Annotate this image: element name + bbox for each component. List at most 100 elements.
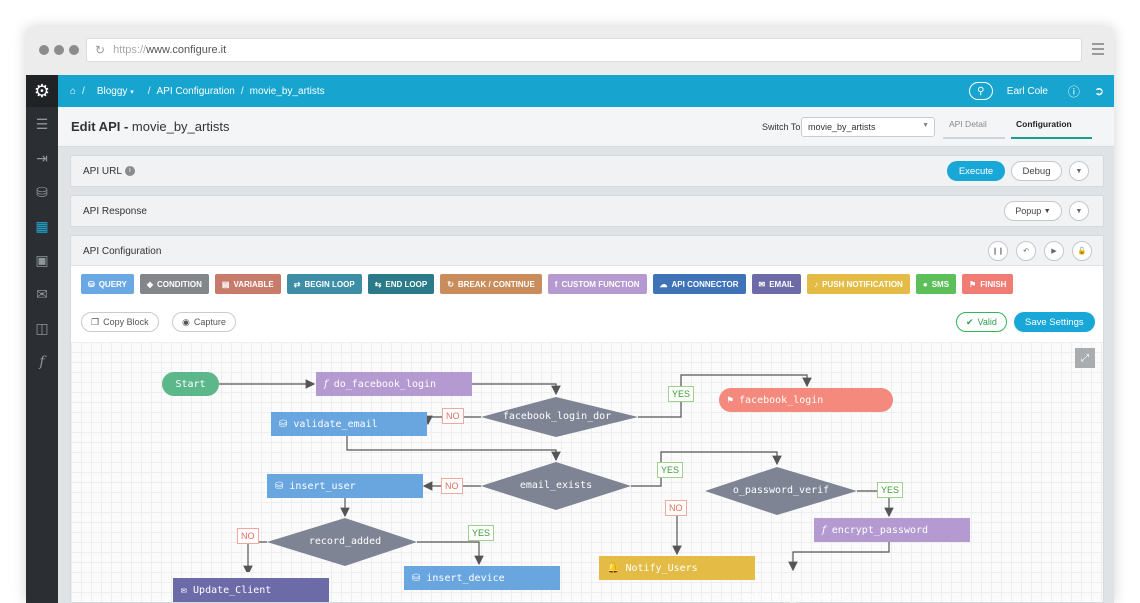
maximize-dot[interactable] bbox=[69, 45, 79, 55]
flow-node-notify-users[interactable]: 🔔Notify_Users bbox=[599, 556, 755, 580]
logout-icon[interactable]: ➲ bbox=[1093, 84, 1104, 98]
toolbar-button-api-connector[interactable]: ☁API CONNECTOR bbox=[652, 274, 746, 294]
settings-panel-icon: ▣ bbox=[35, 251, 49, 268]
sidebar-item-settings-panel[interactable]: ▣ bbox=[26, 243, 58, 277]
sidebar-item-php[interactable]: ◫ bbox=[26, 311, 58, 345]
search-icon[interactable]: ⚲ bbox=[968, 82, 993, 100]
toolbar-button-finish[interactable]: ⚑FINISH bbox=[962, 274, 1014, 294]
gear-logo-icon[interactable]: ⚙ bbox=[26, 75, 58, 107]
toolbar-button-begin-loop[interactable]: ⇄BEGIN LOOP bbox=[286, 274, 362, 294]
copy-block-label: Copy Block bbox=[103, 317, 149, 327]
execute-button[interactable]: Execute bbox=[947, 161, 1005, 181]
minimize-dot[interactable] bbox=[54, 45, 64, 55]
sidebar-item-email[interactable]: ✉ bbox=[26, 277, 58, 311]
toolbar-button-email[interactable]: ✉EMAIL bbox=[751, 274, 802, 294]
valid-button[interactable]: ✔Valid bbox=[956, 312, 1007, 332]
api-response-panel: API Response Popup ▼ ▼ bbox=[70, 195, 1104, 227]
toolbar-button-query[interactable]: ⛁QUERY bbox=[81, 274, 134, 294]
window-controls bbox=[39, 45, 79, 55]
database-icon: ⛁ bbox=[279, 418, 288, 430]
api-config-title: API Configuration bbox=[83, 246, 162, 257]
unlock-icon[interactable]: 🔓 bbox=[1072, 241, 1092, 261]
yes-tag: YES bbox=[657, 462, 684, 478]
toolbar-label: VARIABLE bbox=[233, 279, 274, 289]
sidebar-item-login[interactable]: ⇥ bbox=[26, 141, 58, 175]
flow-node-email-exists[interactable]: email_exists bbox=[519, 480, 593, 491]
flow-node-o-password-verif[interactable]: o_password_verif bbox=[732, 485, 830, 496]
copy-icon: ❐ bbox=[91, 316, 100, 327]
tab-configuration[interactable]: Configuration bbox=[1016, 119, 1072, 129]
node-label: Update_Client bbox=[193, 584, 272, 596]
breadcrumb-separator: / bbox=[147, 85, 151, 97]
toolbar-label: END LOOP bbox=[385, 279, 428, 289]
flow-node-record-added[interactable]: record_added bbox=[308, 536, 382, 547]
node-label: encrypt_password bbox=[831, 524, 929, 536]
debug-button[interactable]: Debug bbox=[1011, 161, 1062, 181]
database-icon: ⛁ bbox=[412, 572, 421, 584]
sidebar-item-database[interactable]: ⛁ bbox=[26, 175, 58, 209]
flow-canvas[interactable]: ⤢ bbox=[71, 342, 1103, 603]
check-circle-icon: ✔ bbox=[966, 316, 974, 327]
chevron-down-icon[interactable]: ▼ bbox=[1069, 201, 1089, 221]
expand-icon[interactable]: ⤢ bbox=[1075, 348, 1095, 368]
node-label: facebook_login bbox=[739, 394, 824, 406]
function-icon: f bbox=[554, 279, 558, 289]
api-url-label: API URL bbox=[83, 166, 122, 177]
sidebar-item-function[interactable]: f bbox=[26, 345, 58, 379]
break-icon: ↻ bbox=[447, 279, 454, 289]
camera-icon: ◉ bbox=[182, 316, 190, 327]
save-settings-button[interactable]: Save Settings bbox=[1014, 312, 1095, 332]
tab-underline-active bbox=[1011, 137, 1092, 139]
reload-icon[interactable]: ↻ bbox=[95, 43, 106, 57]
toolbar-button-end-loop[interactable]: ⇆END LOOP bbox=[367, 274, 435, 294]
breadcrumb-section[interactable]: API Configuration bbox=[156, 85, 235, 97]
node-label: Notify_Users bbox=[625, 562, 698, 574]
toolbar-button-sms[interactable]: ●SMS bbox=[915, 274, 957, 294]
login-icon: ⇥ bbox=[36, 149, 48, 166]
database-icon: ⛁ bbox=[275, 480, 284, 492]
capture-button[interactable]: ◉Capture bbox=[172, 312, 236, 332]
toolbar-button-condition[interactable]: ◆CONDITION bbox=[139, 274, 209, 294]
copy-block-button[interactable]: ❐Copy Block bbox=[81, 312, 159, 332]
toolbar-button-push-notification[interactable]: ♪PUSH NOTIFICATION bbox=[807, 274, 910, 294]
hamburger-icon[interactable]: ☰ bbox=[35, 115, 49, 132]
flow-node-validate-password[interactable]: validate_password bbox=[741, 592, 845, 603]
tag-icon[interactable]: ▶ bbox=[1044, 241, 1064, 261]
envelope-icon: ✉ bbox=[181, 584, 188, 596]
help-icon[interactable]: ⓘ bbox=[1067, 84, 1080, 99]
tab-api-detail[interactable]: API Detail bbox=[949, 119, 987, 129]
chevron-down-icon[interactable]: ▼ bbox=[1069, 161, 1089, 181]
flow-node-insert-user[interactable]: ⛁insert_user bbox=[267, 474, 423, 498]
toolbar-button-break-continue[interactable]: ↻BREAK / CONTINUE bbox=[440, 274, 542, 294]
breadcrumb-separator: / bbox=[82, 85, 85, 97]
toolbar-label: CUSTOM FUNCTION bbox=[561, 279, 640, 289]
info-icon[interactable]: i bbox=[124, 166, 135, 177]
flow-node-validate-email[interactable]: ⛁validate_email bbox=[271, 412, 427, 436]
toolbar-button-variable[interactable]: ▤VARIABLE bbox=[214, 274, 281, 294]
flow-node-facebook-login[interactable]: ⚑ facebook_login bbox=[719, 388, 893, 412]
undo-icon[interactable]: ↶ bbox=[1016, 241, 1036, 261]
popup-select[interactable]: Popup ▼ bbox=[1004, 201, 1062, 221]
address-bar[interactable]: ↻ https://www.configure.it bbox=[86, 38, 1082, 62]
flag-icon: ⚑ bbox=[727, 394, 734, 406]
toolbar-label: PUSH NOTIFICATION bbox=[822, 279, 903, 289]
sidebar-item-sitemap[interactable]: ▦ bbox=[26, 209, 58, 243]
breadcrumb-project[interactable]: Bloggy ▾ bbox=[97, 86, 134, 97]
close-dot[interactable] bbox=[39, 45, 49, 55]
pause-icon[interactable]: ❙❙ bbox=[988, 241, 1008, 261]
flow-node-facebook-login-dor[interactable]: facebook_login_dor bbox=[502, 411, 612, 422]
function-icon: f bbox=[324, 378, 328, 390]
flow-node-start[interactable]: Start bbox=[162, 372, 219, 396]
user-name[interactable]: Earl Cole bbox=[1006, 85, 1048, 97]
switch-to-select[interactable]: movie_by_artists▼ bbox=[801, 117, 935, 137]
flag-icon: ⚑ bbox=[969, 279, 977, 289]
database-icon: ⛁ bbox=[88, 279, 95, 289]
home-icon[interactable]: ⌂ bbox=[70, 85, 77, 97]
flow-node-update-client[interactable]: ✉ Update_Client bbox=[173, 578, 329, 602]
flow-node-insert-device[interactable]: ⛁insert_device bbox=[404, 566, 560, 590]
browser-menu-icon[interactable] bbox=[1092, 43, 1104, 58]
